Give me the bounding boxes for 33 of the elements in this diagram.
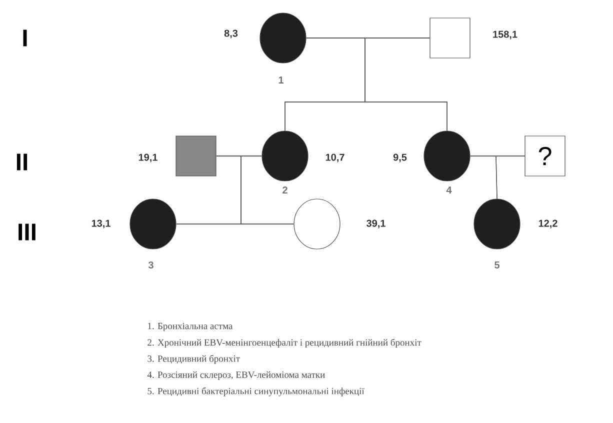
value-label: 9,5 — [393, 154, 407, 162]
female-circle — [424, 130, 470, 182]
pedigree-line — [364, 38, 448, 132]
female-circle — [262, 130, 308, 182]
individual-number: 5 — [494, 262, 500, 268]
individual-number: 1 — [278, 76, 284, 84]
legend-item: 4. Розсіяний склероз, EBV-лейоміома матки — [147, 371, 325, 380]
legend-item: 2. Хронічний EBV-менінгоенцефаліт і рецидивний гнійний бронхіт — [148, 338, 422, 348]
value-label: 8,3 — [224, 30, 238, 38]
individual-number: 2 — [282, 186, 288, 194]
generation-numeral: I — [23, 30, 27, 46]
female-circle — [260, 12, 306, 64]
pedigree-line — [496, 156, 526, 200]
male-square — [176, 136, 216, 176]
value-label: 12,2 — [538, 220, 558, 228]
individual-number: 3 — [148, 261, 154, 269]
generation-numeral: III — [18, 224, 36, 240]
male-square — [430, 18, 470, 58]
legend-item: 5. Рецидивні бактеріальні синупульмональні інфекції — [148, 387, 364, 396]
value-label: 19,1 — [138, 154, 158, 162]
pedigree-line — [240, 156, 294, 224]
female-circle — [130, 198, 176, 250]
male-square: ? — [524, 136, 566, 176]
value-label: 13,1 — [92, 220, 110, 228]
generation-numeral: II — [16, 154, 28, 170]
female-circle — [474, 198, 520, 250]
female-circle — [294, 198, 340, 250]
value-label: 10,7 — [326, 154, 344, 162]
value-label: 39,1 — [366, 220, 386, 228]
individual-number: 4 — [446, 186, 452, 194]
value-label: 158,1 — [493, 30, 518, 40]
legend-item: 1. Бронхіальна астма — [148, 322, 233, 332]
legend-item: 3. Рецидивний бронхіт — [148, 354, 240, 364]
